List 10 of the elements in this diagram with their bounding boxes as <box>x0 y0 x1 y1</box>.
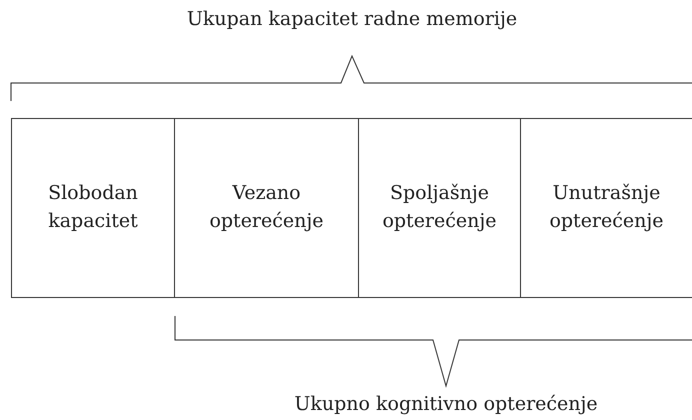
memory-segment <box>358 118 521 298</box>
segment-label: Unutrašnje opterećenje <box>548 181 665 234</box>
memory-segment <box>520 118 692 298</box>
segment-label: Spoljašnje opterećenje <box>381 181 498 234</box>
segment-label: Slobodan kapacitet <box>47 181 139 234</box>
bracket-label: Ukupno kognitivno opterećenje <box>294 393 598 415</box>
bracket-label: Ukupan kapacitet radne memorije <box>186 8 518 30</box>
segment-label: Vezano opterećenje <box>208 181 325 234</box>
memory-segment <box>174 118 359 298</box>
memory-segment <box>11 118 175 298</box>
